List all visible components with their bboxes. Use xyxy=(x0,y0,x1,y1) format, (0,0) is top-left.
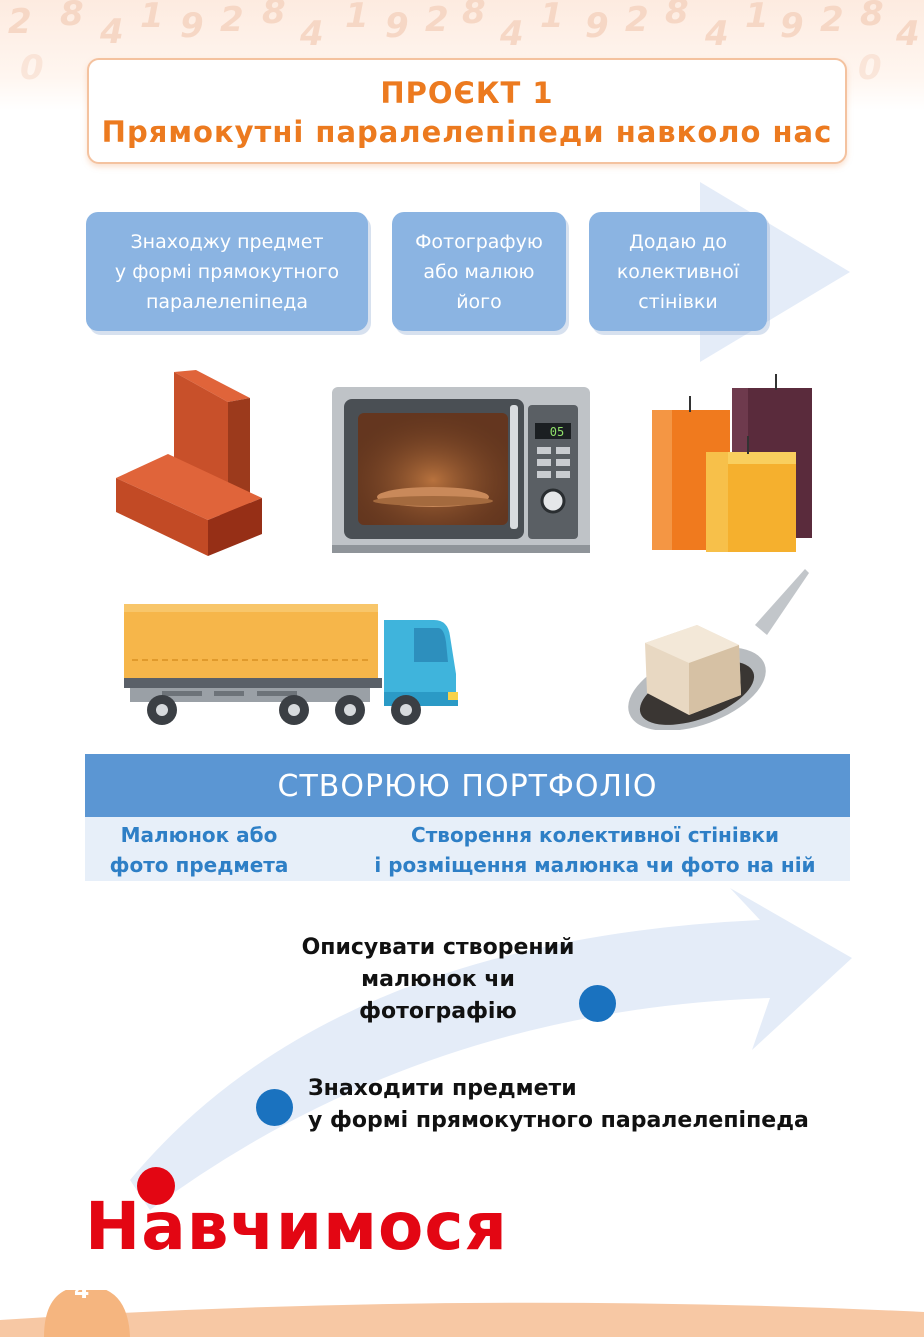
portfolio-col-picture: Малюнок або фото предмета xyxy=(85,820,313,880)
truck-image xyxy=(122,602,462,727)
step-line: або малюю xyxy=(423,261,535,283)
portfolio-text-line: Створення колективної стінівки xyxy=(411,823,779,847)
sugar-cube-spoon-image xyxy=(605,565,810,730)
step-line: його xyxy=(456,291,502,313)
portfolio-text-line: Малюнок або xyxy=(120,823,278,847)
project-title: Прямокутні паралелепіпеди навколо нас xyxy=(101,115,833,149)
bricks-image xyxy=(112,370,267,560)
step-line: Додаю до xyxy=(628,231,728,253)
goal-line: Знаходити предмети xyxy=(308,1076,577,1101)
project-label: ПРОЄКТ 1 xyxy=(380,76,554,110)
goal-bullet-dot xyxy=(256,1089,293,1126)
step-line: Фотографую xyxy=(415,231,543,253)
microwave-display: 05 xyxy=(550,425,564,439)
step-line: паралелепіпеда xyxy=(145,291,309,313)
portfolio-text-line: і розміщення малюнка чи фото на ній xyxy=(374,853,816,877)
portfolio-text-line: фото предмета xyxy=(109,853,289,877)
step-line: Знаходжу предмет xyxy=(130,231,324,253)
page-number: 4 xyxy=(74,1279,90,1304)
goal-find-objects: Знаходити предмети у формі прямокутного … xyxy=(308,1073,828,1137)
step-photograph: Фотографую або малюю його xyxy=(392,212,566,331)
goal-line: малюнок чи фотографію xyxy=(359,967,517,1024)
step-line: у формі прямокутного xyxy=(114,261,340,283)
section-red-dot xyxy=(137,1167,175,1205)
portfolio-header: СТВОРЮЮ ПОРТФОЛІО xyxy=(85,754,850,817)
step-add-to-wall: Додаю до колективної стінівки xyxy=(589,212,767,331)
portfolio-col-wall: Створення колективної стінівки і розміще… xyxy=(355,820,835,880)
project-title-box: ПРОЄКТ 1 Прямокутні паралелепіпеди навко… xyxy=(87,58,847,164)
footer-wave xyxy=(0,1290,924,1337)
goal-describe: Описувати створений малюнок чи фотографі… xyxy=(283,932,593,1028)
microwave-image: 05 xyxy=(330,385,592,555)
goal-line: у формі прямокутного паралелепіпеда xyxy=(308,1108,809,1133)
candles-image xyxy=(632,370,832,560)
step-find-object: Знаходжу предмет у формі прямокутного па… xyxy=(86,212,368,331)
goal-line: Описувати створений xyxy=(301,935,575,960)
learning-path-arrow xyxy=(130,888,852,1210)
step-line: стінівки xyxy=(638,291,718,313)
section-title: Навчимося xyxy=(85,1188,508,1265)
goal-bullet-dot xyxy=(579,985,616,1022)
step-line: колективної xyxy=(616,261,740,283)
portfolio-row: Малюнок або фото предмета Створення коле… xyxy=(85,817,850,881)
